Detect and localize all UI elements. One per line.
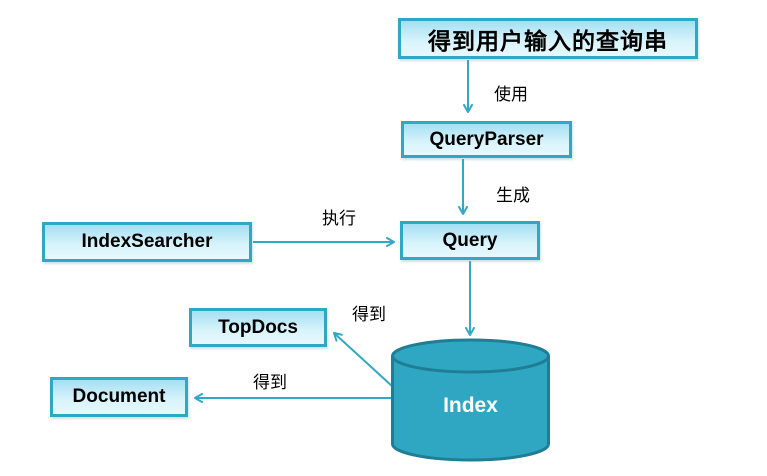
node-query-label: Query — [442, 229, 498, 251]
node-topdocs-label: TopDocs — [218, 316, 298, 338]
edge-label-get-topdocs: 得到 — [352, 305, 386, 324]
node-document-label: Document — [72, 386, 166, 407]
index-cylinder — [391, 338, 550, 462]
node-document: Document — [50, 377, 188, 417]
node-query: Query — [400, 221, 540, 260]
edge-label-execute: 执行 — [322, 209, 356, 228]
node-indexsearcher-label: IndexSearcher — [81, 231, 213, 252]
index-cylinder-label: Index — [443, 394, 498, 417]
edge-label-use: 使用 — [494, 85, 528, 104]
node-queryparser-label: QueryParser — [429, 128, 544, 150]
node-indexsearcher: IndexSearcher — [42, 222, 252, 262]
node-user-input: 得到用户输入的查询串 — [398, 18, 698, 59]
edge-label-generate: 生成 — [496, 186, 530, 205]
node-topdocs: TopDocs — [189, 308, 327, 347]
edge-label-get-document: 得到 — [253, 373, 287, 392]
node-queryparser: QueryParser — [401, 121, 572, 158]
node-user-input-label: 得到用户输入的查询串 — [428, 27, 668, 54]
